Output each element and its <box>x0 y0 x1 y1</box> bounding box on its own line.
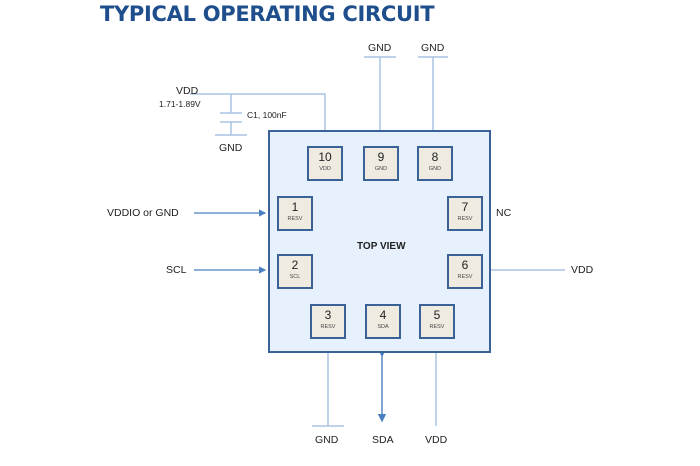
gnd-pin9-wire <box>364 56 396 131</box>
pin-number: 2 <box>291 258 299 272</box>
pin-number: 9 <box>377 150 385 164</box>
pin-10: 10 VDD <box>307 146 343 181</box>
pin-9: 9 GND <box>363 146 399 181</box>
pin-8: 8 GND <box>417 146 453 181</box>
pin-number: 7 <box>461 200 469 214</box>
pin-7: 7 RESV <box>447 196 483 231</box>
pin-number: 8 <box>431 150 439 164</box>
pin-function: RESV <box>429 324 445 330</box>
vdd-supply-label: VDD <box>176 85 199 97</box>
top-view-label: TOP VIEW <box>357 241 406 252</box>
pin-5: 5 RESV <box>419 304 455 339</box>
vdd-right-label: VDD <box>571 264 594 276</box>
sda-bottom-label: SDA <box>372 434 394 446</box>
capacitor-gnd-label: GND <box>219 142 243 154</box>
pin-4: 4 SDA <box>365 304 401 339</box>
pin-function: RESV <box>457 216 473 222</box>
pin-number: 3 <box>324 308 332 322</box>
pin-number: 10 <box>318 150 332 164</box>
scl-label: SCL <box>166 264 187 276</box>
vdd-range-label: 1.71-1.89V <box>159 99 201 109</box>
gnd-pin3-wire <box>312 351 344 427</box>
pin-function: SCL <box>289 274 301 280</box>
pin-number: 6 <box>461 258 469 272</box>
pin-function: SDA <box>377 324 389 330</box>
diagram-title: TYPICAL OPERATING CIRCUIT <box>100 2 435 26</box>
pin9-gnd-label: GND <box>368 42 392 54</box>
pin-1: 1 RESV <box>277 196 313 231</box>
pin8-gnd-label: GND <box>421 42 445 54</box>
pin-function: GND <box>428 166 442 172</box>
pin-function: VDD <box>319 166 331 172</box>
pin-number: 5 <box>433 308 441 322</box>
pin-2: 2 SCL <box>277 254 313 289</box>
capacitor-label: C1, 100nF <box>247 110 287 120</box>
pin-number: 4 <box>379 308 387 322</box>
pin-6: 6 RESV <box>447 254 483 289</box>
capacitor-c1 <box>215 94 247 136</box>
pin-number: 1 <box>291 200 299 214</box>
pin-function: RESV <box>287 216 303 222</box>
gnd-pin8-wire <box>418 56 448 131</box>
vdd-bottom-label: VDD <box>425 434 448 446</box>
pin-function: RESV <box>320 324 336 330</box>
vddio-label: VDDIO or GND <box>107 207 179 219</box>
pin-3: 3 RESV <box>310 304 346 339</box>
pin-function: GND <box>374 166 388 172</box>
vdd-supply-wire <box>190 93 326 131</box>
nc-label: NC <box>496 207 512 219</box>
pin-function: RESV <box>457 274 473 280</box>
gnd-bottom-label: GND <box>315 434 339 446</box>
